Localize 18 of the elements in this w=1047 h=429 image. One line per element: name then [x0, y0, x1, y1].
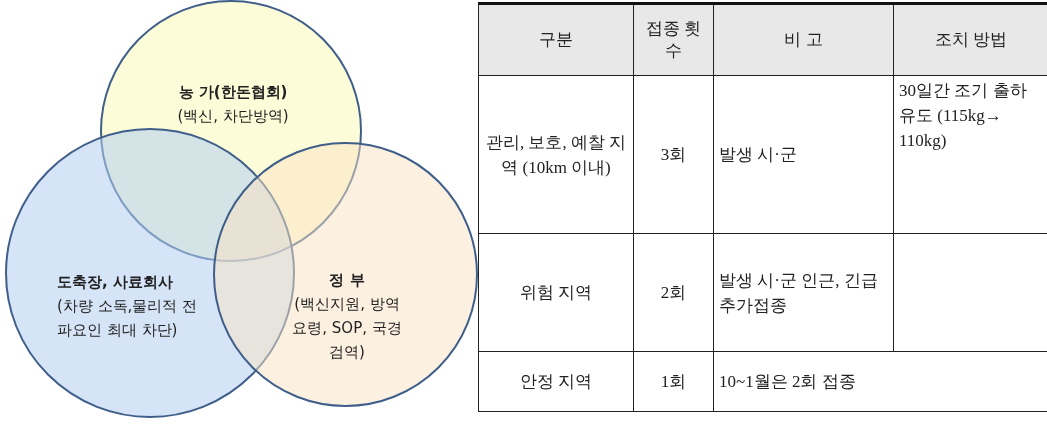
header-cell: 구분 [478, 3, 634, 76]
header-cell: 접종 횟수 [633, 3, 714, 76]
table-cell: 안정 지역 [478, 351, 634, 412]
circle-text: (백신지원, 방역 요령, SOP, 국경검역) [292, 294, 402, 363]
table-cell: 2회 [633, 233, 714, 352]
table-cell: 1회 [633, 351, 714, 412]
table-cell: 위험 지역 [478, 233, 634, 352]
circle-heading: 농 가(한돈협회) [177, 82, 289, 103]
table-cell: 3회 [633, 75, 714, 234]
circle-heading: 정 부 [328, 270, 366, 291]
circle-text: (백신, 차단방역) [176, 106, 290, 127]
table-cell: 관리, 보호, 예찰 지역 (10km 이내) [478, 75, 634, 234]
circle-text: (차량 소독,물리적 전파요인 최대 차단) [57, 296, 199, 341]
table-cell: 발생 시·군 인근, 긴급 추가접종 [713, 233, 894, 352]
header-cell: 비 고 [713, 3, 894, 76]
table-cell: 발생 시·군 [713, 75, 894, 234]
circle-heading: 도축장, 사료회사 [57, 272, 174, 293]
header-cell: 조치 방법 [893, 3, 1047, 76]
